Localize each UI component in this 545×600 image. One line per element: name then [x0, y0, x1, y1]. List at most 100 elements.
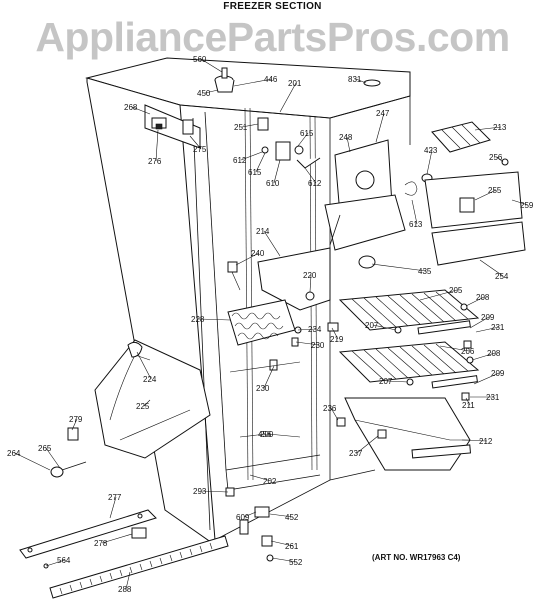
- callout-label-207: 207: [379, 377, 393, 386]
- callout-leader-275: [189, 135, 202, 150]
- callout-leader-220: [309, 274, 312, 293]
- callout-label-277: 277: [108, 493, 122, 502]
- callout-label-205: 205: [449, 286, 463, 295]
- callout-leader-564: [45, 559, 66, 567]
- callout-label-206: 206: [461, 347, 475, 356]
- callout-label-435: 435: [418, 267, 432, 276]
- callout-leader-211: [465, 397, 471, 406]
- callout-label-213: 213: [493, 123, 507, 132]
- callout-label-219: 219: [330, 335, 344, 344]
- callout-label-248: 248: [339, 133, 353, 142]
- callout-label-279: 279: [69, 415, 83, 424]
- callout-label-228: 228: [191, 315, 205, 324]
- bottom-rail: [19, 509, 157, 559]
- callout-leader-230: [263, 365, 275, 389]
- callout-label-209: 209: [481, 313, 495, 322]
- callout-leader-207: [372, 324, 397, 331]
- callout-label-452: 452: [285, 513, 299, 522]
- callout-label-264: 264: [7, 449, 21, 458]
- callout-label-230: 230: [256, 384, 270, 393]
- callout-label-251: 251: [234, 123, 248, 132]
- bottom-hinge: [225, 487, 274, 562]
- callout-label-456: 456: [258, 430, 272, 439]
- callout-leader-214: [263, 230, 281, 257]
- callout-label-265: 265: [38, 444, 52, 453]
- callout-leader-251: [241, 123, 259, 128]
- callout-label-220: 220: [303, 271, 317, 280]
- callout-leader-612: [304, 167, 317, 184]
- callout-leader-202: [249, 474, 272, 482]
- art-number: (ART NO. WR17963 C4): [372, 553, 461, 562]
- callout-leader-452: [269, 513, 294, 518]
- callout-label-276: 276: [148, 157, 162, 166]
- callout-leader-264: [14, 452, 51, 471]
- callout-label-259: 259: [520, 201, 534, 210]
- callout-label-247: 247: [376, 109, 390, 118]
- callout-leader-206: [439, 345, 470, 352]
- callout-label-236: 236: [323, 404, 337, 413]
- callout-leader-279: [71, 418, 78, 431]
- left-hardware: [50, 427, 87, 478]
- callout-leader-231: [475, 326, 500, 333]
- callout-leader-209: [473, 372, 500, 385]
- callout-leader-207: [386, 380, 409, 383]
- callout-leader-615: [297, 132, 309, 147]
- callout-leader-265: [45, 447, 61, 469]
- callout-leader-209: [469, 316, 490, 329]
- callout-label-423: 423: [424, 146, 438, 155]
- callout-leader-234: [297, 328, 317, 331]
- callout-label-275: 275: [193, 145, 207, 154]
- callout-leader-446: [233, 78, 273, 87]
- callout-leader-240: [235, 252, 260, 266]
- callout-label-612: 612: [308, 179, 322, 188]
- callout-leader-237: [356, 435, 379, 454]
- callout-leader-560: [200, 58, 223, 73]
- callout-label-293: 293: [193, 487, 207, 496]
- callout-leader-205: [419, 289, 458, 301]
- callout-leader-248: [346, 136, 351, 153]
- top-components: [214, 67, 381, 169]
- callout-label-261: 261: [285, 542, 299, 551]
- callout-label-224: 224: [143, 375, 157, 384]
- callout-label-450: 450: [197, 89, 211, 98]
- ice-bin-assembly: [424, 171, 526, 266]
- air-duct: [227, 247, 376, 311]
- base-grille: [43, 535, 229, 599]
- callout-label-211: 211: [462, 401, 475, 410]
- callout-label-612: 612: [233, 156, 247, 165]
- callout-label-268: 268: [124, 103, 138, 112]
- callout-label-234: 234: [308, 325, 322, 334]
- callout-label-609: 609: [236, 513, 250, 522]
- callout-label-231: 231: [486, 393, 500, 402]
- callout-leader-230: [295, 341, 320, 346]
- callout-leader-293: [200, 490, 229, 493]
- callout-leader-268: [131, 106, 151, 115]
- callout-leader-208: [471, 352, 496, 361]
- callout-leader-423: [426, 149, 433, 175]
- ice-tray: [431, 121, 509, 166]
- callout-label-278: 278: [94, 539, 108, 548]
- callout-label-202: 202: [263, 477, 277, 486]
- callout-label-209: 209: [491, 369, 505, 378]
- callout-leader-552: [271, 557, 298, 563]
- callout-label-613: 613: [409, 220, 423, 229]
- callout-label-212: 212: [479, 437, 493, 446]
- callout-leader-612: [240, 151, 263, 161]
- callout-label-446: 446: [264, 75, 278, 84]
- callout-label-200: 200: [260, 430, 274, 439]
- callout-leader-200: [267, 433, 301, 438]
- callout-label-256: 256: [489, 153, 503, 162]
- callout-label-237: 237: [349, 449, 363, 458]
- callout-leader-456: [239, 433, 267, 438]
- callout-leader-247: [375, 112, 385, 143]
- evaporator-coil: [227, 299, 302, 373]
- callout-leader-256: [496, 156, 504, 163]
- freezer-basket: [336, 397, 472, 471]
- callout-label-208: 208: [487, 349, 501, 358]
- callout-leader-259: [511, 199, 529, 206]
- callout-leader-236: [330, 407, 339, 421]
- callout-leader-615: [255, 152, 266, 173]
- callout-label-214: 214: [256, 227, 270, 236]
